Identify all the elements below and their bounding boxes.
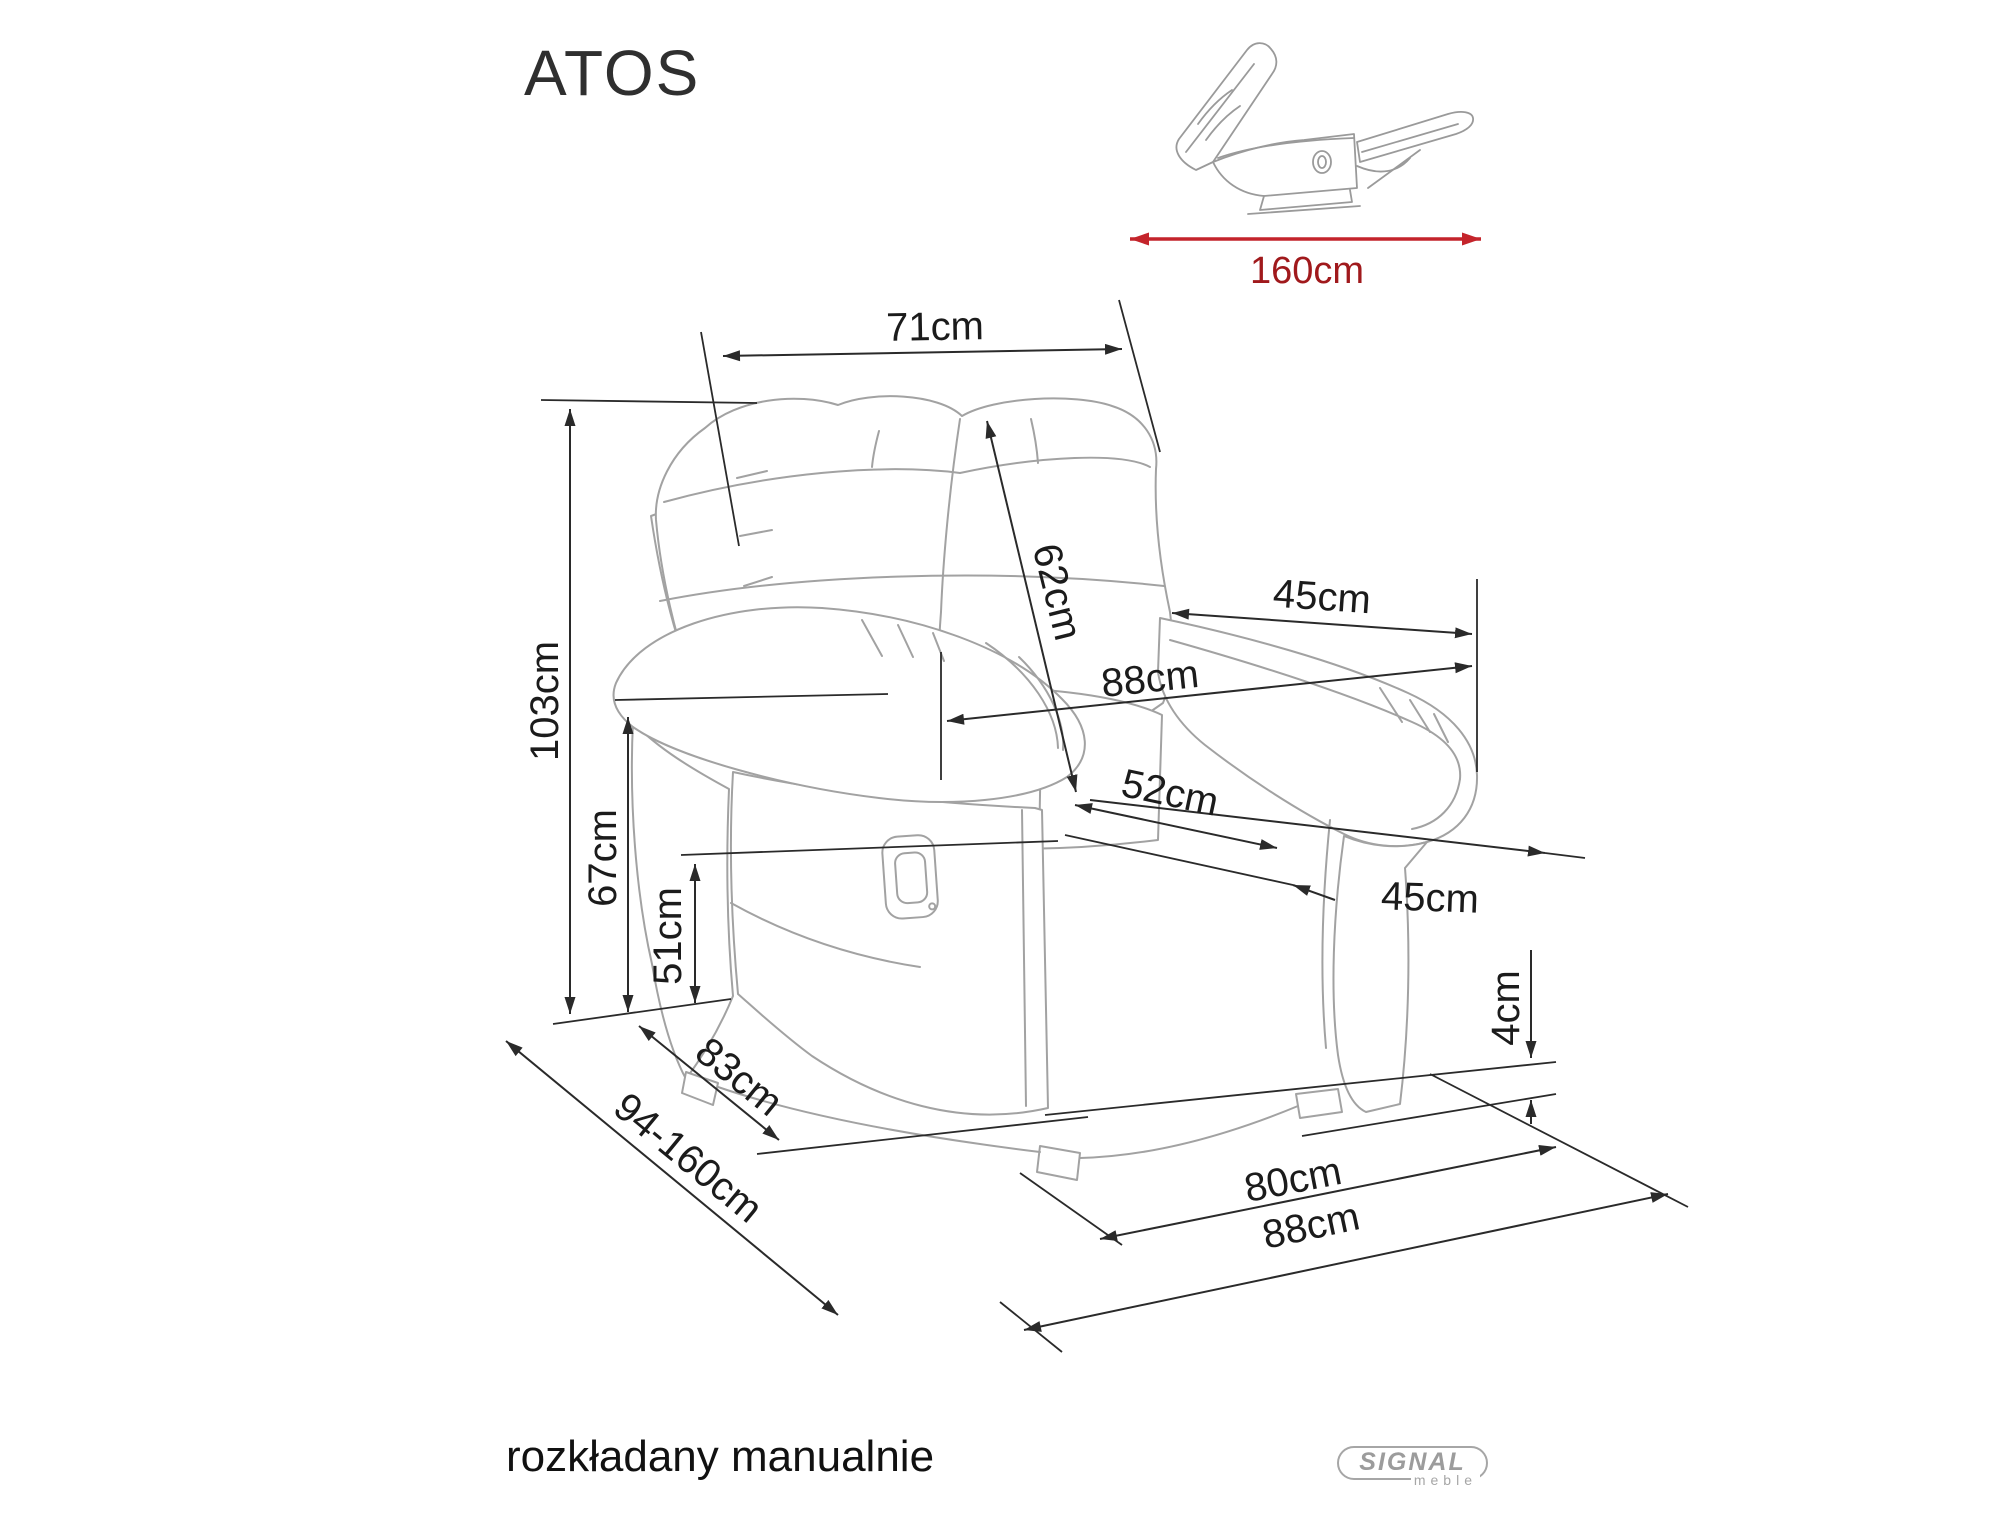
- top-width-label: 71cm: [885, 304, 985, 350]
- armrest-height-label: 67cm: [581, 809, 625, 907]
- total-width-floor-dim-line: [1023, 1192, 1669, 1332]
- footer-note: rozkładany manualnie: [506, 1432, 935, 1481]
- seat-depth-left-arrow: [1292, 884, 1336, 901]
- signal-logo: SIGNAL meble: [1337, 1446, 1488, 1488]
- recliner-handle: [881, 834, 939, 920]
- signal-logo-subtext: meble: [1410, 1472, 1480, 1488]
- total-width-upper-label: 88cm: [1099, 652, 1201, 706]
- total-width-upper-dim-line: [946, 662, 1473, 725]
- foot-height-label: 4cm: [1484, 970, 1528, 1046]
- headrest-width-label: 45cm: [1271, 571, 1373, 623]
- top-width-dim-line: [722, 343, 1123, 362]
- total-height-label: 103cm: [523, 640, 567, 762]
- page-title: ATOS: [524, 37, 701, 109]
- backrest-diagonal-dim-line: [985, 420, 1078, 793]
- depth-range-dim-line: [505, 1040, 839, 1316]
- signal-logo-text: SIGNAL: [1359, 1447, 1466, 1476]
- seat-depth-label: 45cm: [1380, 874, 1480, 922]
- seat-width-dim-line: [1074, 803, 1278, 850]
- headrest-seam: [663, 456, 1151, 503]
- seat-depth-dim-line: [1089, 799, 1546, 857]
- foot-front: [1036, 1145, 1081, 1181]
- mid-back-seam: [659, 574, 1165, 602]
- foot-right: [1295, 1088, 1343, 1119]
- front-panel: [729, 771, 1049, 1116]
- right-side-panel: [1332, 835, 1428, 1113]
- seat-height-label: 51cm: [646, 887, 690, 985]
- headrest-width-dim-line: [1171, 608, 1473, 639]
- reclined-side-view-line-art: [1175, 42, 1474, 215]
- reclined-length-label: 160cm: [1249, 250, 1365, 292]
- dimension-lines: [505, 343, 1669, 1332]
